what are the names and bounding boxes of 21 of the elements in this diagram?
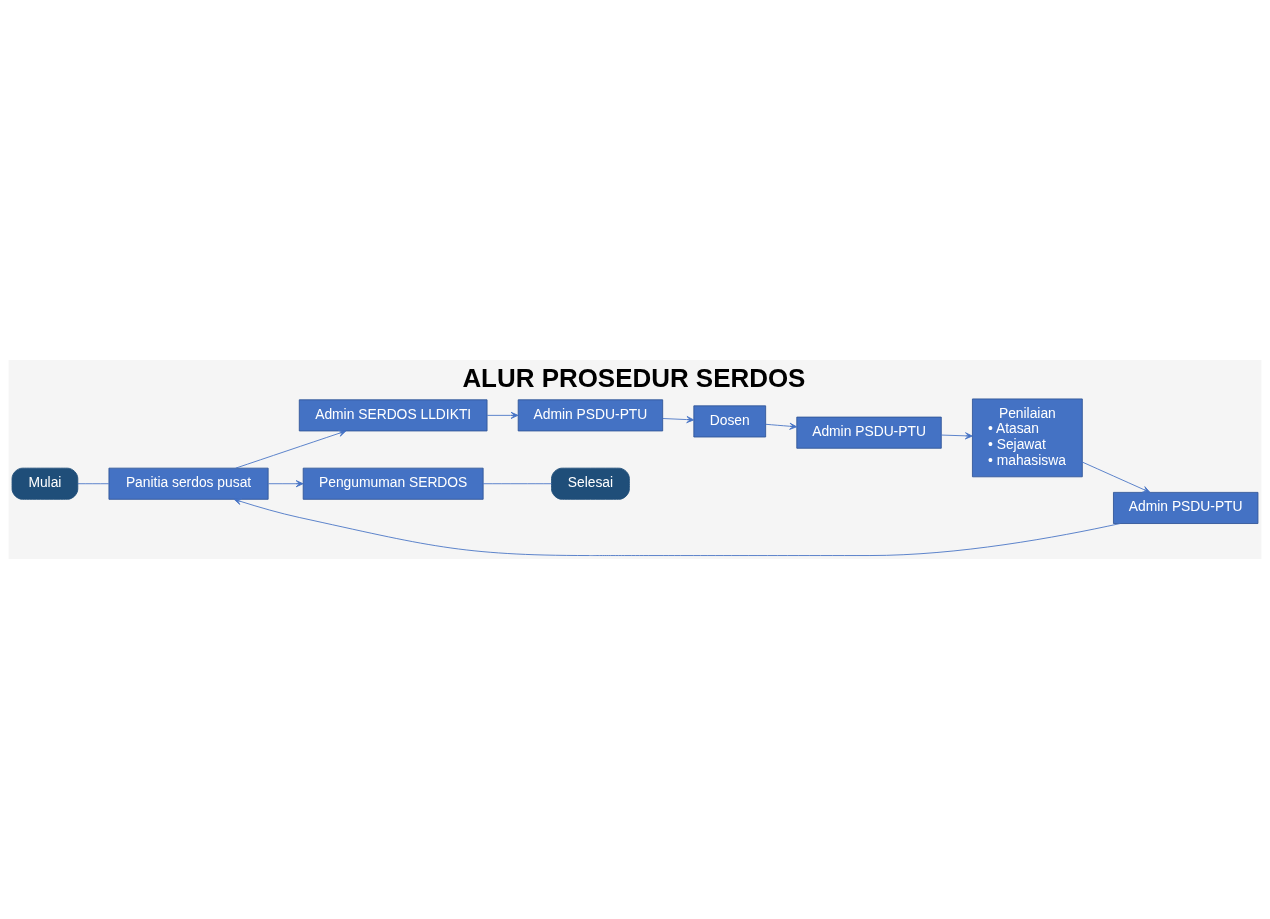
node-box: Penilaian • Atasan • Sejawat • mahasiswa	[972, 398, 1083, 478]
arrow	[662, 416, 695, 424]
node-box: Admin PSDU-PTU	[1113, 491, 1259, 524]
node-box: Dosen	[693, 405, 767, 438]
diagram-title: ALUR PROSEDUR SERDOS	[462, 363, 806, 392]
arrow	[940, 432, 973, 440]
arrow	[268, 480, 304, 488]
arrow	[1081, 461, 1151, 493]
node-box: Admin PSDU-PTU	[517, 399, 664, 432]
arrow	[233, 498, 1121, 556]
node-box: Selesai	[551, 467, 630, 500]
node-box: Admin PSDU-PTU	[796, 416, 942, 449]
node-box: Admin SERDOS LLDIKTI	[298, 399, 488, 432]
arrow	[486, 411, 519, 419]
node-box: Pengumuman SERDOS	[302, 467, 484, 500]
node-box: Panitia serdos pusat	[108, 467, 269, 500]
arrow	[235, 429, 347, 469]
node-box: Mulai	[11, 467, 79, 500]
connector	[77, 483, 110, 485]
arrow	[765, 422, 798, 430]
connector	[482, 483, 552, 485]
